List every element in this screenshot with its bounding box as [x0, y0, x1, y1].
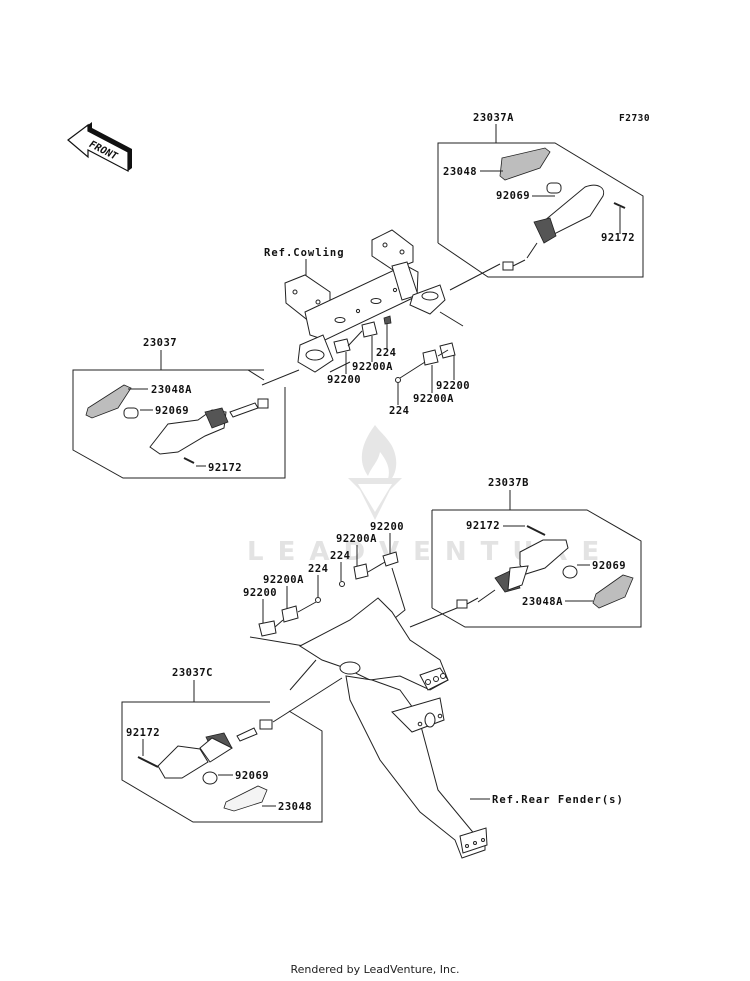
connector-23037 [257, 398, 269, 409]
lens-23048-b [223, 785, 268, 812]
part-label-92069-c[interactable]: 92069 [592, 560, 626, 572]
part-label-224-rear-right[interactable]: 224 [330, 550, 350, 562]
assembly-23037: 23037 23048A 92069 92172 [72, 337, 286, 479]
bulb-92069-d [202, 771, 218, 785]
rear-fender: Ref.Rear Fender(s) [289, 597, 624, 859]
lens-23048A-b [592, 574, 634, 609]
part-label-23037A[interactable]: 23037A [473, 112, 514, 124]
footer-credit: Rendered by LeadVenture, Inc. [290, 963, 460, 976]
part-label-92200-front-left[interactable]: 92200 [327, 374, 361, 386]
bulb-92069-c [562, 565, 578, 579]
lens-23048A-a [85, 384, 132, 419]
front-arrow-icon: FRONT [67, 122, 132, 172]
housing-23037A [537, 184, 605, 241]
assembly-23037B: 23037B 92172 92069 23048A [409, 477, 642, 628]
part-label-92200A-front-left[interactable]: 92200A [352, 361, 393, 373]
figure-code: F2730 [619, 113, 650, 124]
watermark-logo [348, 425, 402, 520]
part-label-23048-a[interactable]: 23048 [443, 166, 477, 178]
housing-23037C [157, 745, 209, 779]
part-label-23048A-a[interactable]: 23048A [151, 384, 192, 396]
part-label-92069-a[interactable]: 92069 [496, 190, 530, 202]
ref-cowling-label[interactable]: Ref.Cowling [264, 247, 345, 259]
rear-bracket-parts: 92200 92200A 224 224 92200A 92200 [243, 521, 406, 648]
part-label-23048A-b[interactable]: 23048A [522, 596, 563, 608]
part-label-92200A-rear-left[interactable]: 92200A [263, 574, 304, 586]
part-label-92200-front-right[interactable]: 92200 [436, 380, 470, 392]
front-bracket-right: 92200 92200A 224 [389, 342, 470, 417]
part-label-92172-c[interactable]: 92172 [466, 520, 500, 532]
front-bracket-left: 224 92200A 92200 [327, 315, 396, 386]
connector-23037C [259, 719, 273, 730]
part-label-92172-b[interactable]: 92172 [208, 462, 242, 474]
part-label-92069-d[interactable]: 92069 [235, 770, 269, 782]
part-label-92200A-front-right[interactable]: 92200A [413, 393, 454, 405]
connector-23037A [502, 261, 514, 271]
part-label-92069-b[interactable]: 92069 [155, 405, 189, 417]
connector-23037B [456, 599, 468, 609]
part-label-23037C[interactable]: 23037C [172, 667, 213, 679]
bulb-92069-b [123, 407, 139, 419]
part-label-224-front-right[interactable]: 224 [389, 405, 409, 417]
part-label-92200-rear-left[interactable]: 92200 [243, 587, 277, 599]
front-mount-frame: Ref.Cowling [261, 229, 464, 386]
part-label-224-rear-left[interactable]: 224 [308, 563, 328, 575]
part-label-92172-a[interactable]: 92172 [601, 232, 635, 244]
part-label-23037[interactable]: 23037 [143, 337, 177, 349]
part-label-92172-d[interactable]: 92172 [126, 727, 160, 739]
lens-23048-a [499, 147, 551, 181]
part-label-224-front-left[interactable]: 224 [376, 347, 396, 359]
part-label-92200-rear-right[interactable]: 92200 [370, 521, 404, 533]
ref-rear-fender-label[interactable]: Ref.Rear Fender(s) [492, 794, 624, 806]
assembly-23037A: 23037A 23048 92069 92172 [437, 112, 644, 291]
part-label-23037B[interactable]: 23037B [488, 477, 529, 489]
watermark-flame-icon [361, 425, 397, 484]
watermark-v-icon [348, 478, 402, 520]
bulb-92069-a [546, 182, 562, 194]
assembly-23037C: 23037C 92172 92069 23048 [121, 667, 343, 823]
part-label-23048-b[interactable]: 23048 [278, 801, 312, 813]
part-label-92200A-rear-right[interactable]: 92200A [336, 533, 377, 545]
